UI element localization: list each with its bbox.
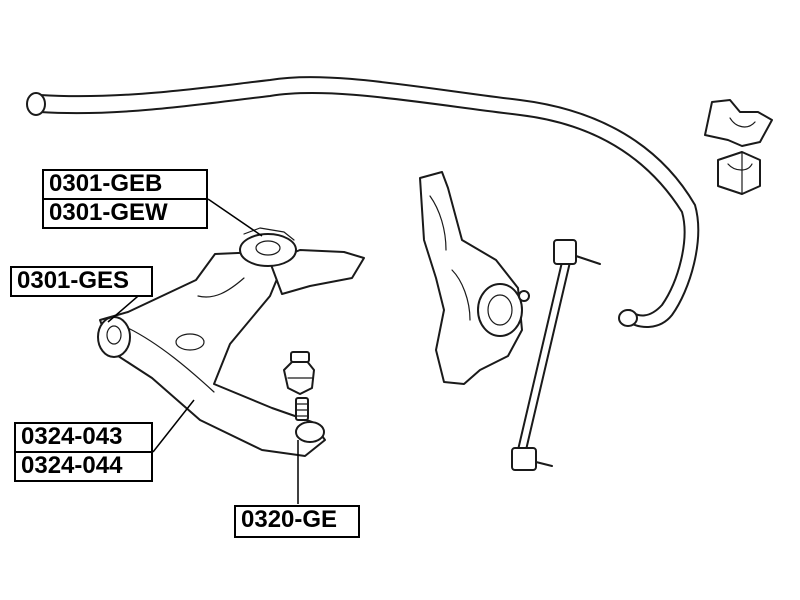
label-0324-044: 0324-044 bbox=[14, 453, 153, 482]
label-0301-ges: 0301-GES bbox=[10, 266, 153, 297]
ball-joint-boot bbox=[283, 351, 315, 395]
stabilizer-bushing-bracket bbox=[704, 99, 773, 147]
label-0320-ge: 0320-GE bbox=[234, 505, 360, 538]
ball-joint bbox=[295, 397, 325, 443]
front-bushing bbox=[97, 316, 131, 358]
rear-bushing-bracket bbox=[239, 227, 365, 295]
lower-control-arm bbox=[99, 251, 326, 457]
stabilizer-link bbox=[511, 239, 601, 471]
stabilizer-bushing bbox=[717, 151, 761, 195]
label-0301-geb: 0301-GEB bbox=[42, 169, 208, 200]
stabilizer-bar bbox=[26, 76, 700, 328]
label-0301-gew: 0301-GEW bbox=[42, 200, 208, 229]
steering-knuckle bbox=[419, 171, 530, 385]
label-0324-043: 0324-043 bbox=[14, 422, 153, 453]
